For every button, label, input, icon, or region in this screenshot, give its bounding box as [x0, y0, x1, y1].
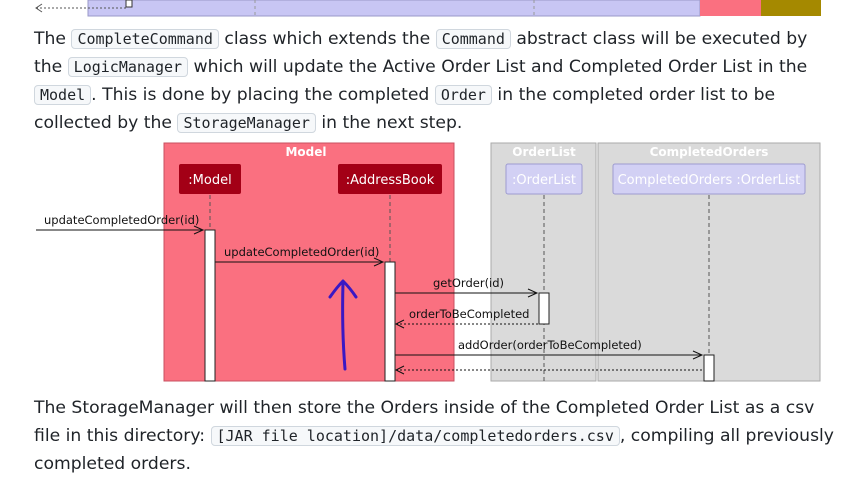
- previous-activation: [125, 0, 133, 8]
- code-storage-manager: StorageManager: [177, 113, 316, 133]
- message-label-2: updateCompletedOrder(id): [224, 245, 379, 259]
- code-command: Command: [435, 29, 511, 49]
- completed-activation-bar: [703, 354, 715, 382]
- code-logic-manager: LogicManager: [67, 57, 189, 77]
- addressbook-activation-bar: [384, 261, 396, 382]
- previous-diagram-fragment: [35, 0, 821, 17]
- arrowhead: [394, 319, 405, 329]
- arrowhead: [373, 257, 385, 267]
- orderlist-activation-bar: [538, 292, 550, 325]
- completed-group-title: CompletedOrders: [650, 145, 769, 159]
- previous-olive-box: [761, 0, 821, 16]
- previous-red-box: [700, 0, 761, 16]
- previous-group-box: [87, 0, 701, 17]
- handwritten-arrow-stroke: [341, 281, 347, 371]
- paragraph-complete-command: The CompleteCommand class which extends …: [34, 25, 834, 137]
- code-order: Order: [434, 85, 492, 105]
- previous-arrowhead: [35, 3, 43, 13]
- text: The StorageManager will then store the O…: [34, 398, 815, 446]
- arrowhead: [193, 225, 205, 235]
- code-file-path: [JAR file location]/data/completedorders…: [210, 426, 620, 446]
- message-label-4: orderToBeCompleted: [409, 307, 529, 321]
- participant-orderlist: [505, 163, 583, 195]
- arrowhead: [692, 350, 704, 360]
- participant-orderlist-label: :OrderList: [512, 173, 576, 188]
- model-activation-bar: [204, 229, 216, 382]
- model-group-title: Model: [285, 145, 326, 159]
- orderlist-group-title: OrderList: [512, 145, 576, 159]
- arrowhead: [394, 365, 405, 375]
- sequence-diagram: Model OrderList CompletedOrders :Model :…: [36, 142, 821, 382]
- text: in the completed order list to be collec…: [34, 85, 776, 133]
- participant-addressbook-label: :AddressBook: [346, 173, 435, 188]
- text: in the next step.: [315, 113, 463, 133]
- code-model: Model: [34, 85, 92, 105]
- participant-completed: [612, 163, 806, 195]
- text: class which extends the: [218, 29, 436, 49]
- handwritten-arrowhead: [328, 279, 358, 299]
- message-label-5: addOrder(orderToBeCompleted): [458, 338, 642, 352]
- text: , compiling all previously completed ord…: [34, 426, 834, 474]
- participant-completed-label: CompletedOrders :OrderList: [618, 173, 801, 188]
- code-complete-command: CompleteCommand: [71, 29, 219, 49]
- message-label-1: updateCompletedOrder(id): [44, 213, 199, 227]
- arrowhead: [527, 288, 539, 298]
- participant-model-label: :Model: [188, 173, 231, 188]
- participant-model: [179, 164, 241, 194]
- paragraph-storage-manager: The StorageManager will then store the O…: [34, 394, 834, 478]
- message-label-3: getOrder(id): [433, 276, 504, 290]
- text: which will update the Active Order List …: [188, 57, 808, 77]
- text: The: [34, 29, 72, 49]
- text: abstract class will be executed by the: [34, 29, 808, 77]
- text: . This is done by placing the completed: [91, 85, 435, 105]
- participant-addressbook: [338, 164, 442, 194]
